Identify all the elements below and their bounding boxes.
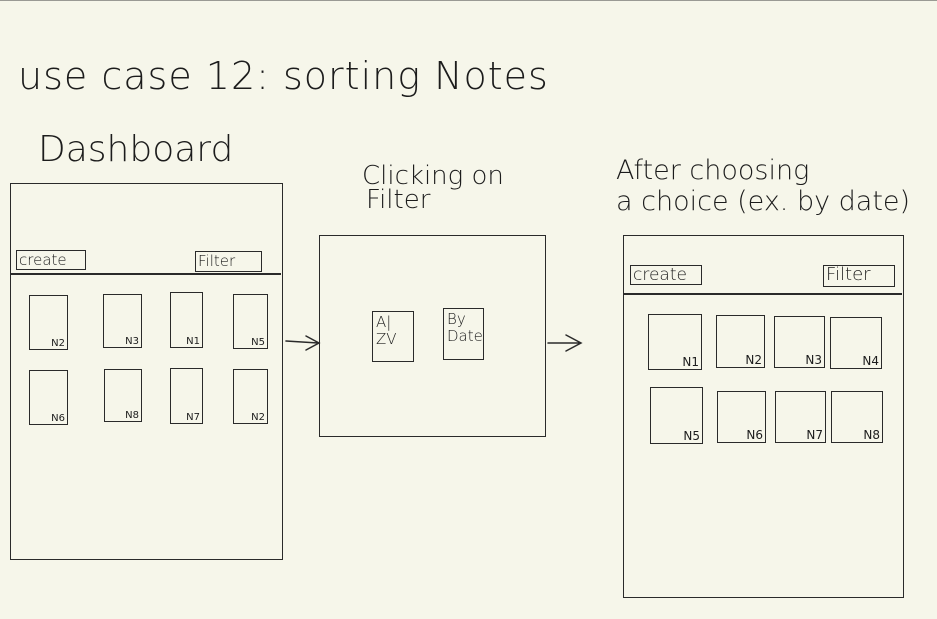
note-card[interactable]: N5 xyxy=(233,294,268,349)
filter-popup-frame xyxy=(319,235,546,437)
note-card[interactable]: N7 xyxy=(170,368,203,424)
note-card[interactable]: N1 xyxy=(648,314,702,370)
arrow-right-icon xyxy=(285,335,321,351)
filter-button[interactable]: Filter xyxy=(823,265,895,287)
create-button[interactable]: create xyxy=(630,265,702,285)
sort-alphabetical-option[interactable]: A| ZV xyxy=(372,311,414,362)
note-card[interactable]: N5 xyxy=(650,387,703,444)
clicking-filter-label-line2: Filter xyxy=(366,185,431,215)
clicking-filter-label: Clicking on Filter xyxy=(362,161,504,215)
top-border xyxy=(0,0,937,1)
note-card[interactable]: N2 xyxy=(233,369,268,424)
dashboard-label: Dashboard xyxy=(38,129,234,170)
note-card[interactable]: N7 xyxy=(775,391,826,443)
dashboard-frame xyxy=(10,183,283,560)
dashboard-divider xyxy=(10,273,281,275)
note-card[interactable]: N8 xyxy=(831,391,883,443)
note-card[interactable]: N6 xyxy=(717,391,766,443)
note-card[interactable]: N3 xyxy=(774,316,825,368)
clicking-filter-label-line1: Clicking on xyxy=(362,161,504,191)
after-choosing-label: After choosing a choice (ex. by date) xyxy=(616,155,910,217)
filter-button[interactable]: Filter xyxy=(195,251,262,272)
arrow-right-icon xyxy=(547,334,583,352)
create-button[interactable]: create xyxy=(16,250,86,270)
sorted-dashboard-divider xyxy=(623,293,902,295)
note-card[interactable]: N1 xyxy=(170,292,203,348)
note-card[interactable]: N4 xyxy=(830,317,882,369)
note-card[interactable]: N2 xyxy=(716,315,765,368)
sort-by-date-option[interactable]: By Date xyxy=(443,308,484,360)
note-card[interactable]: N3 xyxy=(103,294,142,348)
note-card[interactable]: N8 xyxy=(104,369,142,422)
note-card[interactable]: N2 xyxy=(29,295,68,350)
sorted-dashboard-frame xyxy=(623,235,904,598)
page-title: use case 12: sorting Notes xyxy=(18,54,549,98)
note-card[interactable]: N6 xyxy=(29,370,68,425)
after-choosing-label-line1: After choosing xyxy=(616,155,810,186)
after-choosing-label-line2: a choice (ex. by date) xyxy=(616,186,911,217)
